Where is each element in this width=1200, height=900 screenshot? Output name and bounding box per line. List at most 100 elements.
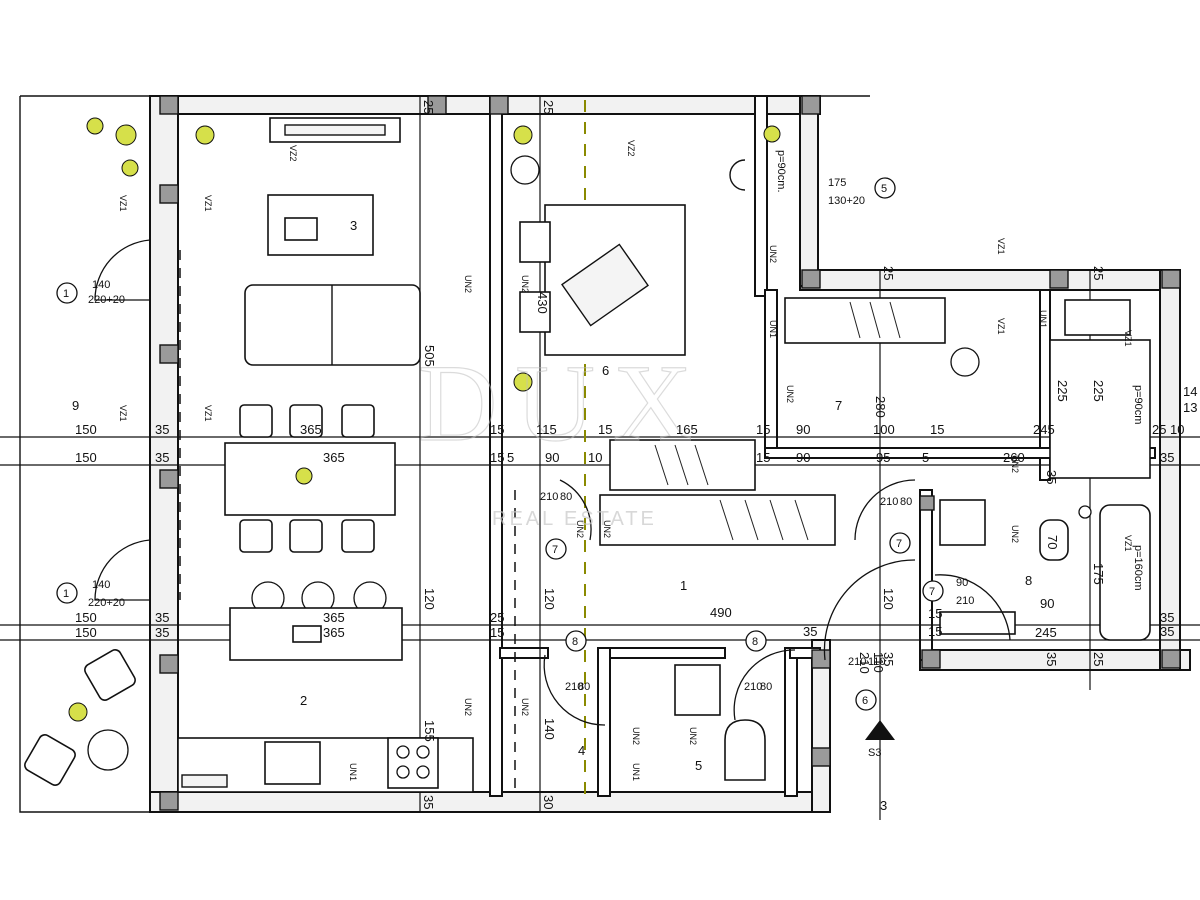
room-label-5: 5 (695, 758, 702, 773)
dim-label: 260 (1003, 450, 1025, 465)
dim-label: 505 (422, 345, 437, 367)
structural-columns (159, 95, 1181, 811)
entry-mark: S3 (868, 747, 881, 759)
door-height-6: 210 (848, 656, 866, 668)
balcony-furniture (24, 649, 136, 786)
tag-label: VZ1 (203, 195, 213, 212)
dim-label: 210 (857, 652, 872, 674)
door-tag-7c: 7 (896, 538, 902, 550)
dim-label: 15 (598, 422, 612, 437)
dim-label: 120 (542, 588, 557, 610)
dim-label: 30 (541, 795, 556, 809)
tag-label: UN2 (602, 520, 612, 538)
living-room-furniture (177, 117, 474, 793)
tag-label: UN1 (348, 763, 358, 781)
wc-fixtures (674, 664, 766, 781)
dim-label: 35 (421, 795, 436, 809)
coffee-table (267, 194, 374, 256)
sofa (244, 284, 421, 366)
exterior-walls (19, 95, 1191, 813)
tag-label: VZ1 (203, 405, 213, 422)
dim-label: 175 (1091, 563, 1106, 585)
room-label-8: 8 (1025, 573, 1032, 588)
dim-label: 10 (588, 450, 602, 465)
dim-label: 35 (881, 652, 896, 666)
dim-label: 14 (1183, 384, 1197, 399)
dim-label: 120 (881, 588, 896, 610)
shower-tray (939, 611, 1016, 635)
tag-label: VZ1 (1123, 535, 1133, 552)
plant-icon (121, 159, 139, 177)
dim-label: 5 (922, 450, 929, 465)
dim-label: 225 (1091, 380, 1106, 402)
dim-label: 150 (75, 422, 97, 437)
dim-label: 5 (507, 450, 514, 465)
tag-label: UN2 (768, 245, 778, 263)
dim-label: 35 (155, 450, 169, 465)
tag-label: VZ2 (288, 145, 298, 162)
washbasin (939, 499, 986, 546)
dim-label: 25 (1152, 422, 1166, 437)
dim-label: 35 (1160, 610, 1174, 625)
dim-label: 150 (75, 450, 97, 465)
bathroom-fixtures (939, 499, 1151, 641)
dim-label: 90 (545, 450, 559, 465)
dim-label: 110 (871, 652, 886, 673)
room-labels: 3 9 2 6 7 1 8 4 5 (72, 218, 1032, 773)
dim-label: 15 (490, 625, 504, 640)
tag-label: VZ2 (626, 140, 636, 157)
dim-label: 35 (803, 624, 817, 639)
dim-label: 100 (873, 422, 895, 437)
plant-icon (68, 702, 88, 722)
watermark-subtitle: REAL ESTATE (492, 508, 657, 530)
door-width-7a: 80 (560, 491, 572, 503)
dim-label: 25 (541, 100, 556, 114)
door-swings (94, 239, 1011, 726)
door-width-1a: 140 (92, 279, 110, 291)
room-7-furniture (784, 297, 1151, 479)
door-tag-5: 5 (881, 183, 887, 195)
door-tags: 1 140 220+20 1 140 220+20 5 175 130+20 6… (56, 177, 974, 759)
dim-label: 365 (323, 625, 345, 640)
plant-icon (513, 372, 533, 392)
dim-label: 15 (928, 606, 942, 621)
door-height-8a: 210 (565, 681, 583, 693)
watermark-logo: DUX (418, 342, 710, 464)
tag-label: UN2 (463, 698, 473, 716)
dim-label: 35 (1160, 624, 1174, 639)
door-tag-6: 6 (862, 695, 868, 707)
dim-label: 70 (1045, 535, 1060, 549)
dim-label: 120 (422, 588, 437, 610)
toilet (1039, 519, 1069, 561)
plant-icon (763, 125, 781, 143)
dim-label: 90 (796, 422, 810, 437)
tag-label: VZ1 (1123, 330, 1133, 347)
dim-label: 245 (1033, 422, 1055, 437)
dim-label: 25 (421, 100, 436, 114)
nightstand (519, 221, 551, 263)
door-height-7b: 210 (956, 595, 974, 607)
room-label-1: 1 (680, 578, 687, 593)
dim-label: 15 (756, 450, 770, 465)
dim-label: 140 (542, 718, 557, 740)
door-width-5: 175 (828, 177, 846, 189)
dim-label: 35 (1160, 450, 1174, 465)
dim-label: 35 (1044, 652, 1059, 666)
dim-label: 150 (75, 625, 97, 640)
tag-label: UN1 (631, 763, 641, 781)
door-height-5: 130+20 (828, 195, 865, 207)
dim-label: 165 (676, 422, 698, 437)
dim-label: 280 (873, 396, 888, 418)
room-label-4: 4 (578, 743, 585, 758)
dim-label: 150 (75, 610, 97, 625)
tag-label: VZ1 (118, 405, 128, 422)
tag-label: UN2 (688, 727, 698, 745)
door-tag-7a: 7 (552, 544, 558, 556)
door-width-6: 110 (868, 656, 886, 668)
dim-label: 25 (881, 266, 896, 280)
door-height-7a: 210 (540, 491, 558, 503)
tag-label: UN2 (520, 698, 530, 716)
door-width-8b: 80 (760, 681, 772, 693)
door-tag-7b: 7 (929, 586, 935, 598)
